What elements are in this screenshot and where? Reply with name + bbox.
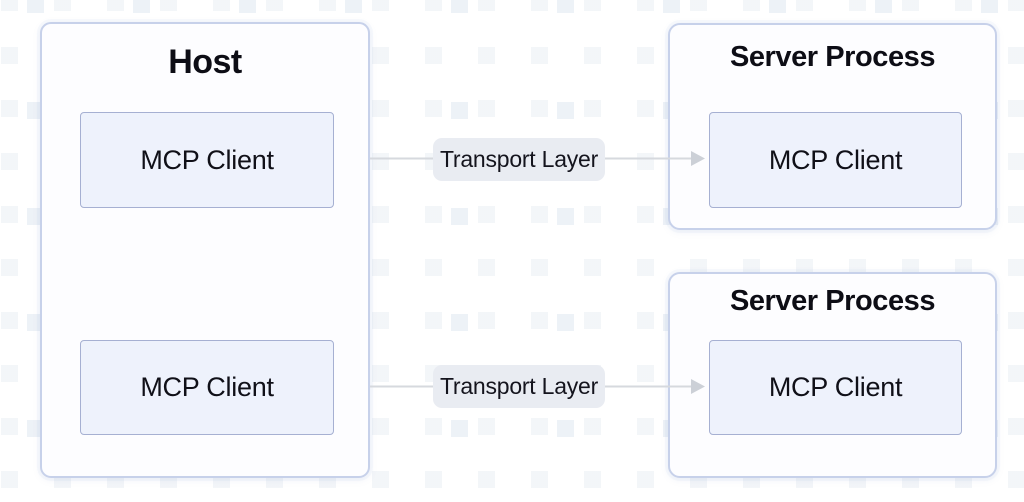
server-process-box-2: Server Process MCP Client bbox=[668, 272, 997, 478]
host-mcp-client-label-1: MCP Client bbox=[140, 144, 274, 175]
transport-layer-text-1: Transport Layer bbox=[439, 146, 599, 172]
host-mcp-client-box-1: MCP Client bbox=[80, 112, 334, 208]
server-mcp-client-label-1: MCP Client bbox=[768, 144, 903, 175]
server-process-title-2: Server Process bbox=[729, 285, 936, 317]
transport-layer-label-2: Transport Layer bbox=[433, 365, 605, 408]
server-process-title-1: Server Process bbox=[729, 41, 936, 73]
host-mcp-client-label-2: MCP Client bbox=[140, 372, 274, 402]
server-mcp-client-label-2: MCP Client bbox=[768, 372, 903, 402]
host-mcp-client-box-2: MCP Client bbox=[80, 340, 334, 435]
transport-layer-text-2: Transport Layer bbox=[439, 373, 599, 399]
server-mcp-client-box-2: MCP Client bbox=[709, 340, 962, 435]
host-box: Host MCP Client MCP Client bbox=[40, 22, 370, 478]
server-process-box-1: Server Process MCP Client bbox=[668, 23, 997, 230]
server-mcp-client-box-1: MCP Client bbox=[709, 112, 962, 208]
host-title: Host bbox=[168, 43, 242, 81]
transport-layer-label-1: Transport Layer bbox=[433, 138, 605, 181]
